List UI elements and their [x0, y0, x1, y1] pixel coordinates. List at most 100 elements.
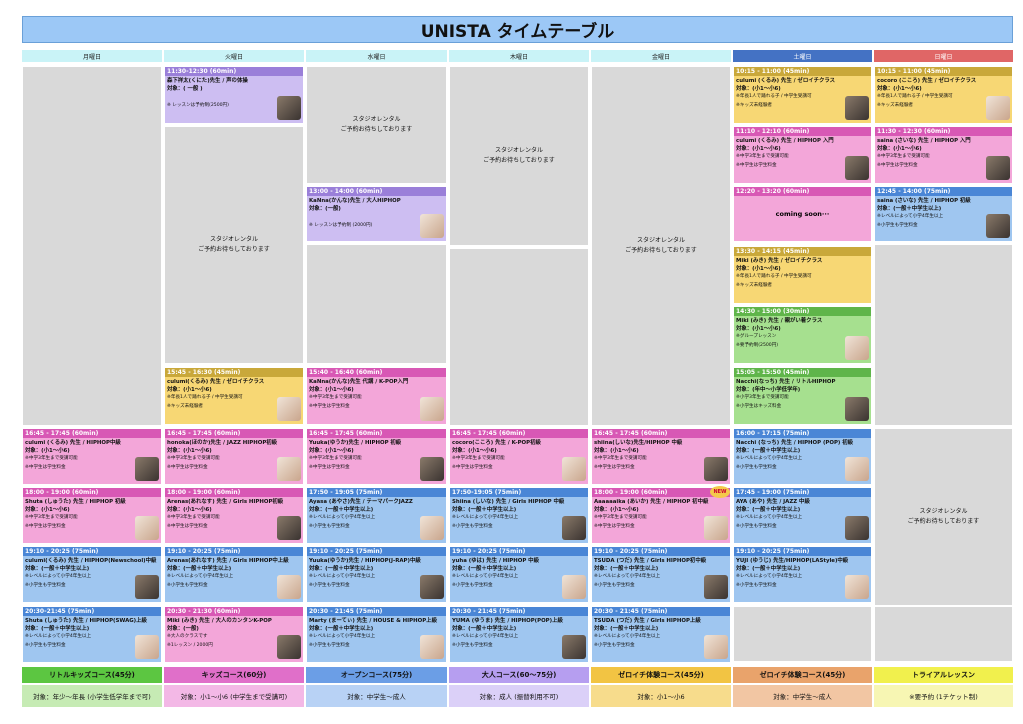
course-target: 対象：年少〜年長 (小学生低学年まで可): [22, 685, 162, 707]
class-card-tue-r4[interactable]: 20:30 - 21:30 (60min)Miki (みき) 先生 / 大人のカ…: [164, 606, 304, 663]
class-card-wed-r2[interactable]: 17:50 - 19:05 (75min)Ayasa (あやさ)先生 / テーマ…: [306, 487, 447, 544]
class-card-sat-6[interactable]: 15:05 - 15:50 (45min) Nacchi(なっち) 先生 / リ…: [733, 367, 872, 425]
teacher-photo: [562, 516, 586, 540]
class-time: 10:15 - 11:00 (45min): [734, 67, 871, 76]
class-card-sat-2[interactable]: 11:10 - 12:10 (60min) culumi (くるみ) 先生 / …: [733, 126, 872, 184]
class-target: 対象：(一般＋中学生以上): [877, 206, 942, 213]
class-time: 19:10 - 20:25 (75min): [23, 547, 161, 556]
class-card-wed-2[interactable]: 15:40 - 16:40 (60min) KaNna(かんな)先生 代講 / …: [306, 367, 447, 425]
teacher-photo: [986, 96, 1010, 120]
class-card-sun-3[interactable]: 12:45 - 14:00 (75min) saina (さいな) 先生 / H…: [874, 186, 1013, 242]
teacher-photo: [135, 575, 159, 599]
course-name: トライアルレッスン: [874, 667, 1013, 683]
class-time: 20:30 - 21:45 (75min): [592, 607, 730, 616]
class-time: 16:45 - 17:45 (60min): [23, 429, 161, 438]
class-note: ※中学3年生まで受講可能: [452, 456, 505, 462]
class-time: 16:45 - 17:45 (60min): [307, 429, 446, 438]
class-note: ※中学生は学生料金: [25, 464, 66, 470]
class-note: ※レベルによって小学4年生以上: [736, 515, 803, 521]
teacher-photo: [845, 336, 869, 360]
studio-rental-thu: スタジオレンタルご予約お待ちしております: [449, 66, 589, 246]
class-card-mon-r1[interactable]: 16:45 - 17:45 (60min) culumi (くるみ) 先生 / H…: [22, 428, 162, 485]
class-time: 18:00 - 19:00 (60min): [23, 488, 161, 497]
class-card-tue-1[interactable]: 11:30-12:30 (60min) 森下祥太(くにた)先生 / 声の体操 対…: [164, 66, 304, 124]
class-teacher: TSUDA (つだ) 先生 / Girls HIPHOP上級: [594, 618, 701, 624]
class-card-mon-r4[interactable]: 20:30-21:45 (75min)Shuta (しゅうた) 先生 / HIP…: [22, 606, 162, 663]
class-teacher: culumi (くるみ) 先生 / HIPHOP中級: [25, 440, 121, 446]
class-card-thu-r3[interactable]: 19:10 - 20:25 (75min)yuha (ゆは) 先生 / HIPH…: [449, 546, 589, 603]
class-card-tue-r1[interactable]: 16:45 - 17:45 (60min)honoka(ほのか)先生 / JAZ…: [164, 428, 304, 485]
class-card-sat-r2[interactable]: 17:45 - 19:00 (75min)AYA (あや) 先生 / JAZZ …: [733, 487, 872, 544]
class-card-wed-1[interactable]: 13:00 - 14:00 (60min) KaNna(かんな)先生 / 大人H…: [306, 186, 447, 242]
class-card-sat-3[interactable]: 12:20 - 13:20 (60min) coming soon···: [733, 186, 872, 242]
class-note: ※中学生は学生料金: [736, 162, 777, 168]
class-teacher: culumi (くるみ) 先生 / HIPHOP 入門: [736, 138, 834, 144]
class-time: 20:30 - 21:45 (75min): [307, 607, 446, 616]
course-target: 対象：小1〜小6: [591, 685, 731, 707]
class-time: 14:30 - 15:00 (30min): [734, 307, 871, 316]
class-card-sun-2[interactable]: 11:30 - 12:30 (60min) saina (さいな) 先生 / H…: [874, 126, 1013, 184]
teacher-photo: [420, 516, 444, 540]
class-note: ※大人のクラスです: [167, 634, 208, 640]
class-note: ※中学3年生まで受講可能: [167, 515, 220, 521]
class-time: 19:10 - 20:25 (75min): [165, 547, 303, 556]
sunday-late-empty-block: [874, 606, 1013, 662]
class-note: ※小学生も学生料金: [452, 642, 493, 648]
class-teacher: KaNna(かんな)先生 代講 / K-POP入門: [309, 379, 409, 385]
class-card-thu-r2[interactable]: 17:50-19:05 (75min)Shiina (しいな) 先生 / Gir…: [449, 487, 589, 544]
class-note: ※キッズ未経験者: [167, 403, 204, 409]
class-card-mon-r2[interactable]: 18:00 - 19:00 (60min)Shuta (しゅうた) 先生 / H…: [22, 487, 162, 544]
class-teacher: YUJI (ゆうじ) 先生/HIPHOP(LAStyle)中級: [736, 558, 849, 564]
teacher-photo: [845, 457, 869, 481]
class-card-fri-r1[interactable]: 16:45 - 17:45 (60min)shiina(しいな)先生/HIPHO…: [591, 428, 731, 485]
class-card-sun-1[interactable]: 10:15 - 11:00 (45min) cocoro (こころ) 先生 / …: [874, 66, 1013, 124]
class-card-tue-r3[interactable]: 19:10 - 20:25 (75min)Arenas(あれなす) 先生 / G…: [164, 546, 304, 603]
teacher-photo: [277, 575, 301, 599]
class-card-thu-r4[interactable]: 20:30 - 21:45 (75min)YUMA (ゆうま) 先生 / HIP…: [449, 606, 589, 663]
class-card-fri-r4[interactable]: 20:30 - 21:45 (75min) TSUDA (つだ) 先生 / Gir…: [591, 606, 731, 663]
class-card-wed-r1[interactable]: 16:45 - 17:45 (60min)Yuuka(ゆうか)先生 / HIPH…: [306, 428, 447, 485]
course-target: 対象：小1〜小6 (中学生まで受講可): [164, 685, 304, 707]
course-name: キッズコース(60分): [164, 667, 304, 683]
class-teacher: Ayasa (あやさ)先生 / テーマパークJAZZ: [309, 499, 413, 505]
class-note: ※1レッスン / 2000円: [167, 642, 213, 648]
class-time: 17:50-19:05 (75min): [450, 488, 588, 497]
class-teacher: cocoro(こころ) 先生 / K-POP初級: [452, 440, 541, 446]
class-note: ※レベルによって小学4年生以上: [25, 574, 92, 580]
class-note: ※ レッスンは予約制 (2000円): [309, 222, 373, 228]
class-teacher: culumi (くるみ) 先生 / ゼロイチクラス: [736, 78, 836, 84]
class-card-wed-r3[interactable]: 19:10 - 20:25 (75min)Yuuka(ゆうか)先生 / HIPH…: [306, 546, 447, 603]
class-note: ※中学生は学生料金: [309, 464, 350, 470]
class-note: ※レベルによって小学4年生以上: [452, 634, 519, 640]
class-target: 対象：(小1〜小6): [452, 448, 497, 455]
class-target: 対象：(小1〜小6): [877, 146, 922, 153]
class-note: ※レベルによって小学4年生以上: [25, 634, 92, 640]
class-card-mon-r3[interactable]: 19:10 - 20:25 (75min)culumi(くるみ) 先生 / HI…: [22, 546, 162, 603]
class-note: ※小学生も学生料金: [736, 464, 777, 470]
teacher-photo: [420, 575, 444, 599]
class-card-sat-r3[interactable]: 19:10 - 20:25 (75min) YUJI (ゆうじ) 先生/HIPHO…: [733, 546, 872, 603]
class-card-fri-r3[interactable]: 19:10 - 20:25 (75min)TSUDA (つだ) 先生 / Gir…: [591, 546, 731, 603]
class-card-sat-r1[interactable]: 16:00 - 17:15 (75min)Nacchi (なっち) 先生 / H…: [733, 428, 872, 485]
class-card-wed-r4[interactable]: 20:30 - 21:45 (75min) Marty (まーてぃ) 先生 / H…: [306, 606, 447, 663]
class-note: ※レベルによって小学4年生以上: [736, 456, 803, 462]
class-card-thu-r1[interactable]: 16:45 - 17:45 (60min)cocoro(こころ) 先生 / K-…: [449, 428, 589, 485]
class-note: ※中学生は学生料金: [594, 464, 635, 470]
class-teacher: Marty (まーてぃ) 先生 / HOUSE & HIPHOP上級: [309, 618, 437, 624]
class-card-sat-1[interactable]: 10:15 - 11:00 (45min) culumi (くるみ) 先生 / …: [733, 66, 872, 124]
class-time: 20:30-21:45 (75min): [23, 607, 161, 616]
class-card-fri-r2[interactable]: 18:00 - 19:00 (60min)Aaaaaaika (あいか) 先生 …: [591, 487, 731, 544]
teacher-photo: [420, 214, 444, 238]
day-header-thu: 木曜日: [449, 50, 589, 62]
class-card-tue-r2[interactable]: 18:00 - 19:00 (60min)Arenas(あれなす) 先生 / G…: [164, 487, 304, 544]
class-teacher: honoka(ほのか)先生 / JAZZ HIPHOP初級: [167, 440, 278, 446]
class-card-sat-5[interactable]: 14:30 - 15:00 (30min) Miki (みき) 先生 / 親がい…: [733, 306, 872, 364]
class-time: 19:10 - 20:25 (75min): [734, 547, 871, 556]
class-time: 18:00 - 19:00 (60min): [592, 488, 730, 497]
class-note: ※レベルによって小学4年生以上: [309, 634, 376, 640]
class-card-sat-4[interactable]: 13:30 - 14:15 (45min) Miki (みき) 先生 / ゼロイ…: [733, 246, 872, 304]
class-card-tue-2[interactable]: 15:45 - 16:30 (45min) culumi(くるみ) 先生 / ゼ…: [164, 367, 304, 425]
class-note: ※中学3年生まで受講可能: [167, 456, 220, 462]
class-note: ※中学3年生まで受講可能: [25, 456, 78, 462]
teacher-photo: [562, 457, 586, 481]
